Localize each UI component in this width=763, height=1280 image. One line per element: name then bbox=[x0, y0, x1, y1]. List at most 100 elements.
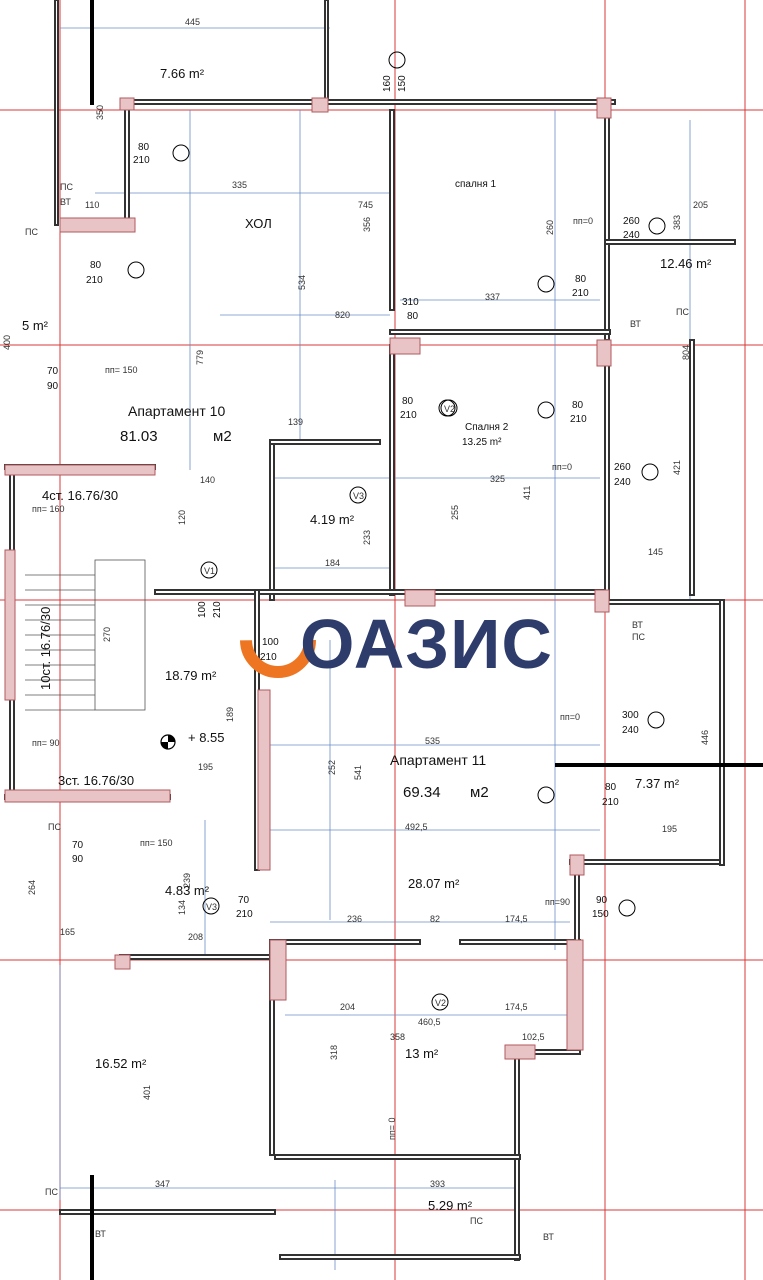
svg-text:233: 233 bbox=[362, 530, 372, 545]
stair-3-label: 3ст. 16.76/30 bbox=[58, 773, 134, 788]
svg-text:383: 383 bbox=[672, 215, 682, 230]
svg-text:174,5: 174,5 bbox=[505, 1002, 528, 1012]
note-ps-7: ПС bbox=[470, 1216, 483, 1226]
note-vt-4: ВТ bbox=[95, 1229, 106, 1239]
logo-sun bbox=[240, 602, 316, 678]
svg-text:120: 120 bbox=[177, 510, 187, 525]
svg-text:347: 347 bbox=[155, 1179, 170, 1189]
v3-marker: V3 bbox=[353, 491, 364, 501]
svg-text:240: 240 bbox=[614, 477, 631, 488]
svg-text:400: 400 bbox=[2, 335, 12, 350]
svg-text:210: 210 bbox=[236, 909, 253, 920]
area-5-29: 5.29 m² bbox=[428, 1198, 473, 1213]
area-13: 13 m² bbox=[405, 1046, 439, 1061]
svg-text:100: 100 bbox=[197, 601, 208, 618]
svg-text:70: 70 bbox=[72, 840, 84, 851]
svg-text:325: 325 bbox=[490, 474, 505, 484]
stair-treads bbox=[25, 559, 146, 711]
svg-text:358: 358 bbox=[390, 1032, 405, 1042]
note-pp150-a: пп= 150 bbox=[105, 365, 138, 375]
svg-text:393: 393 bbox=[430, 1179, 445, 1189]
svg-text:264: 264 bbox=[27, 880, 37, 895]
bedroom-2-area: 13.25 m² bbox=[462, 437, 502, 448]
svg-text:240: 240 bbox=[623, 230, 640, 241]
svg-text:80: 80 bbox=[407, 311, 419, 322]
svg-text:318: 318 bbox=[329, 1045, 339, 1060]
svg-text:110: 110 bbox=[85, 200, 99, 210]
svg-text:210: 210 bbox=[260, 652, 277, 663]
svg-text:804: 804 bbox=[681, 345, 691, 360]
svg-text:260: 260 bbox=[623, 216, 640, 227]
apartment-11-unit: м2 bbox=[470, 784, 489, 801]
note-ps-5: ПС bbox=[48, 822, 61, 832]
svg-text:80: 80 bbox=[572, 400, 584, 411]
svg-text:779: 779 bbox=[195, 350, 205, 365]
svg-text:82: 82 bbox=[430, 914, 440, 924]
svg-text:139: 139 bbox=[288, 417, 303, 427]
svg-text:745: 745 bbox=[358, 200, 373, 210]
note-ps-2: ПС bbox=[25, 227, 38, 237]
note-ps-6: ПС bbox=[45, 1187, 58, 1197]
svg-text:208: 208 bbox=[188, 932, 203, 942]
svg-text:335: 335 bbox=[232, 180, 247, 190]
svg-text:210: 210 bbox=[572, 288, 589, 299]
svg-text:205: 205 bbox=[693, 200, 708, 210]
svg-text:445: 445 bbox=[185, 17, 200, 27]
hall-label: ХОЛ bbox=[245, 216, 272, 231]
area-7-37: 7.37 m² bbox=[635, 776, 680, 791]
notes: пп= 150 пп= 160 пп= 90 пп= 150 пп=0 пп=0… bbox=[25, 182, 689, 1242]
svg-text:90: 90 bbox=[596, 895, 608, 906]
note-pp90: пп= 90 bbox=[32, 738, 60, 748]
section-markers bbox=[90, 0, 763, 1280]
svg-text:210: 210 bbox=[86, 275, 103, 286]
svg-text:534: 534 bbox=[297, 275, 307, 290]
svg-text:401: 401 bbox=[142, 1085, 152, 1100]
svg-text:210: 210 bbox=[602, 797, 619, 808]
svg-text:80: 80 bbox=[90, 260, 102, 271]
level-mark: + 8.55 bbox=[188, 730, 225, 745]
v2-marker-2: V2 bbox=[435, 998, 446, 1008]
note-pp90-b: пп=90 bbox=[545, 897, 570, 907]
svg-text:80: 80 bbox=[138, 142, 150, 153]
bedroom-2-label: Спалня 2 bbox=[465, 422, 509, 433]
svg-text:210: 210 bbox=[400, 410, 417, 421]
note-pp150-b: пп= 150 bbox=[140, 838, 173, 848]
svg-text:411: 411 bbox=[522, 486, 532, 500]
svg-text:300: 300 bbox=[622, 710, 639, 721]
area-balcony-top: 7.66 m² bbox=[160, 66, 205, 81]
note-vt-2: ВТ bbox=[630, 319, 641, 329]
svg-text:70: 70 bbox=[238, 895, 250, 906]
v1-marker: V1 bbox=[204, 566, 215, 576]
svg-text:350: 350 bbox=[95, 105, 105, 120]
area-4-83: 4.83 m² bbox=[165, 883, 210, 898]
area-5: 5 m² bbox=[22, 318, 49, 333]
svg-text:100: 100 bbox=[262, 637, 279, 648]
svg-text:210: 210 bbox=[570, 414, 587, 425]
svg-text:204: 204 bbox=[340, 1002, 355, 1012]
svg-text:195: 195 bbox=[198, 762, 213, 772]
svg-text:80: 80 bbox=[605, 782, 617, 793]
svg-text:210: 210 bbox=[133, 155, 150, 166]
bedroom-1-label: спалня 1 bbox=[455, 179, 497, 190]
apartment-11-name: Апартамент 11 bbox=[390, 752, 486, 768]
svg-text:260: 260 bbox=[545, 220, 555, 235]
svg-text:90: 90 bbox=[47, 381, 59, 392]
logo-text: ОАЗИС bbox=[300, 605, 553, 683]
note-pp0-d: пп= 0 bbox=[387, 1117, 397, 1140]
svg-text:195: 195 bbox=[662, 824, 677, 834]
svg-text:535: 535 bbox=[425, 736, 440, 746]
svg-text:184: 184 bbox=[325, 558, 340, 568]
svg-text:356: 356 bbox=[362, 217, 372, 232]
svg-text:460,5: 460,5 bbox=[418, 1017, 441, 1027]
